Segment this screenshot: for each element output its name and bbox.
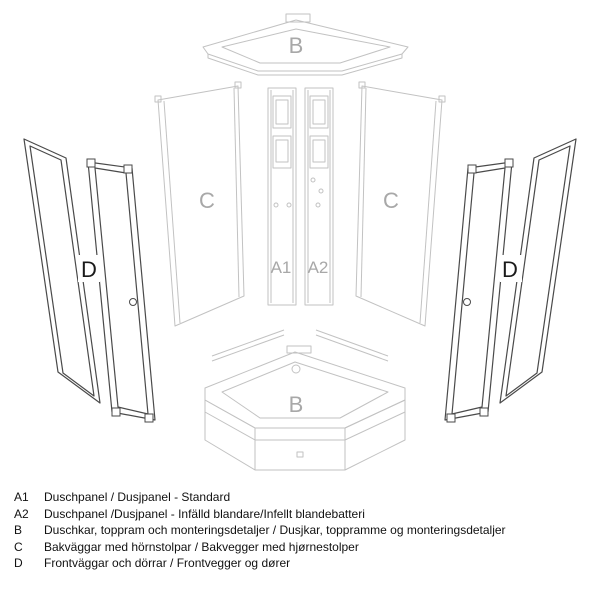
legend-text: Frontväggar och dörrar / Frontvegger og …	[44, 556, 291, 570]
drain-icon	[291, 364, 301, 374]
tray-top-rim	[204, 351, 406, 429]
wall-connector	[154, 95, 162, 103]
door-left-glass	[87, 161, 156, 421]
legend-text: Bakväggar med hörnstolpar / Bakvegger me…	[44, 539, 359, 554]
mounting-rail-right	[315, 334, 389, 362]
panel-a1-fitting	[286, 202, 292, 208]
door-right-glass	[444, 161, 513, 421]
front-wall-right-glass	[499, 138, 577, 404]
shower-panel-a2: A2	[304, 87, 334, 306]
tray-foot	[296, 451, 304, 458]
exploded-shower-diagram: B C C A1	[23, 13, 577, 471]
back-wall-left-panel	[157, 85, 245, 327]
legend-row-c: C Bakväggar med hörnstolpar / Bakvegger …	[14, 539, 594, 556]
top-frame-b: B	[202, 13, 409, 76]
panel-a1-body	[267, 87, 297, 306]
panel-a2-fitting	[318, 188, 324, 194]
panel-a1-shelf-inner	[275, 139, 289, 163]
legend-text: Duschpanel /Dusjpanel - Infälld blandare…	[44, 506, 365, 521]
wall-connector	[438, 95, 446, 103]
legend-code: A1	[14, 490, 29, 504]
legend-code: B	[14, 523, 23, 537]
label-b-bottom: B	[289, 392, 304, 417]
door-knob	[463, 298, 471, 306]
door-hinge	[504, 158, 514, 168]
label-d-right-backdrop	[500, 255, 522, 282]
label-c-left: C	[199, 188, 215, 213]
back-wall-right-c: C	[355, 81, 446, 327]
shower-tray-b: B	[204, 329, 406, 471]
back-wall-left-c: C	[154, 81, 245, 327]
door-hinge	[123, 164, 133, 174]
legend-row-a1: A1 Duschpanel / Dusjpanel - Standard	[14, 489, 594, 506]
legend-row-b: B Duschkar, toppram och monteringsdetalj…	[14, 522, 594, 539]
mounting-rail-left	[211, 329, 285, 357]
door-hinge	[86, 158, 96, 168]
label-a1: A1	[271, 258, 292, 277]
label-b-top: B	[289, 33, 304, 58]
panel-a2-body	[304, 87, 334, 306]
panel-a1-shelf-inner	[275, 99, 289, 125]
tray-corner-bracket	[286, 345, 312, 354]
top-frame-inner	[221, 28, 391, 64]
legend-row-d: D Frontväggar och dörrar / Frontvegger o…	[14, 555, 594, 572]
wall-edge-left	[233, 87, 240, 298]
wall-connector	[358, 81, 366, 89]
back-wall-right-panel	[355, 85, 443, 327]
mounting-rail-left	[211, 334, 285, 362]
label-d-right: D	[502, 257, 518, 282]
legend: A1 Duschpanel / Dusjpanel - Standard A2 …	[14, 489, 594, 572]
panel-a2-fitting	[315, 202, 321, 208]
panel-a1-shelf	[272, 135, 292, 169]
panel-a2-shelf-inner	[312, 139, 326, 163]
door-hinge	[144, 413, 154, 423]
front-wall-left-glass-inner	[29, 145, 95, 397]
corner-post-right	[419, 100, 437, 324]
top-frame-edge	[207, 54, 403, 76]
door-knob	[129, 298, 137, 306]
panel-a1-shelf	[272, 95, 292, 129]
wall-edge-right	[360, 87, 367, 298]
door-hinge	[446, 413, 456, 423]
corner-post-left	[163, 100, 181, 324]
tray-skirt	[204, 399, 406, 471]
label-c-right: C	[383, 188, 399, 213]
tray-basin	[221, 361, 389, 419]
shower-panel-a1: A1	[267, 87, 297, 306]
door-hinge	[111, 407, 121, 417]
panel-a2-shelf	[309, 135, 329, 169]
label-d-left: D	[81, 257, 97, 282]
legend-code: D	[14, 556, 23, 570]
panel-a2-shelf-inner	[312, 99, 326, 125]
panel-a2-fitting	[310, 177, 316, 183]
front-wall-door-left-d: D	[23, 138, 156, 423]
panel-a1-fitting	[273, 202, 279, 208]
door-hinge	[467, 164, 477, 174]
panel-a2-shelf	[309, 95, 329, 129]
door-right-glass-inner	[451, 167, 506, 415]
label-a2: A2	[308, 258, 329, 277]
top-frame-corner-bracket	[285, 13, 311, 23]
tray-skirt-line	[204, 411, 406, 441]
label-d-left-backdrop	[78, 255, 100, 282]
legend-text: Duschkar, toppram och monteringsdetaljer…	[44, 523, 506, 537]
front-wall-right-glass-inner	[505, 145, 571, 397]
door-left-glass-inner	[94, 167, 149, 415]
wall-connector	[234, 81, 242, 89]
top-frame-outer	[202, 19, 409, 72]
door-hinge	[479, 407, 489, 417]
legend-text: Duschpanel / Dusjpanel - Standard	[44, 490, 231, 504]
legend-code: A2	[14, 506, 29, 521]
front-wall-left-glass	[23, 138, 101, 404]
legend-row-a2: A2 Duschpanel /Dusjpanel - Infälld bland…	[14, 506, 594, 523]
legend-code: C	[14, 539, 23, 554]
mounting-rail-right	[315, 329, 389, 357]
front-wall-door-right-d: D	[444, 138, 577, 423]
